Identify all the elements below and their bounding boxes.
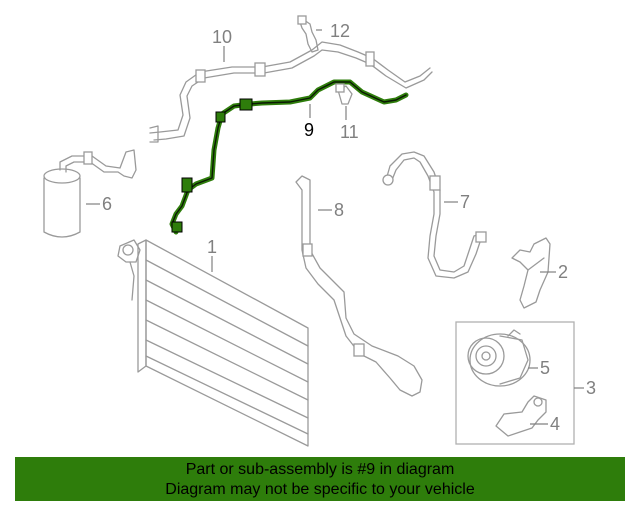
callout-10: 10 [212, 27, 232, 47]
parts-diagram: 10 12 9 11 6 1 8 7 2 5 4 3 [43, 15, 596, 447]
leader-lines [86, 29, 584, 425]
callout-1: 1 [207, 237, 217, 257]
callout-7: 7 [460, 192, 470, 212]
part-10-line[interactable] [149, 41, 433, 143]
callout-8: 8 [334, 200, 344, 220]
part-11-fitting[interactable] [335, 83, 353, 105]
callout-12: 12 [330, 21, 350, 41]
part-2-bracket[interactable] [511, 237, 551, 309]
callout-4: 4 [550, 414, 560, 434]
callout-2: 2 [558, 262, 568, 282]
part-7-hose[interactable] [382, 151, 487, 279]
callout-11: 11 [340, 122, 359, 142]
part-12-fitting[interactable] [297, 15, 319, 53]
part-4-bracket[interactable] [495, 395, 547, 437]
callout-9: 9 [304, 120, 314, 140]
footer-banner: Part or sub-assembly is #9 in diagram Di… [15, 457, 625, 501]
callout-5: 5 [540, 358, 550, 378]
part-3-compressor-group[interactable] [455, 321, 575, 445]
part-6-receiver-drier[interactable] [43, 149, 137, 238]
footer-line-2: Diagram may not be specific to your vehi… [165, 481, 475, 498]
part-9-line[interactable] [169, 79, 409, 235]
part-1-condenser[interactable] [117, 239, 309, 447]
callout-3: 3 [586, 378, 596, 398]
footer-line-1: Part or sub-assembly is #9 in diagram [185, 461, 455, 478]
part-5-compressor[interactable] [467, 329, 531, 387]
part-8-line[interactable] [295, 175, 423, 397]
callout-6: 6 [102, 194, 112, 214]
